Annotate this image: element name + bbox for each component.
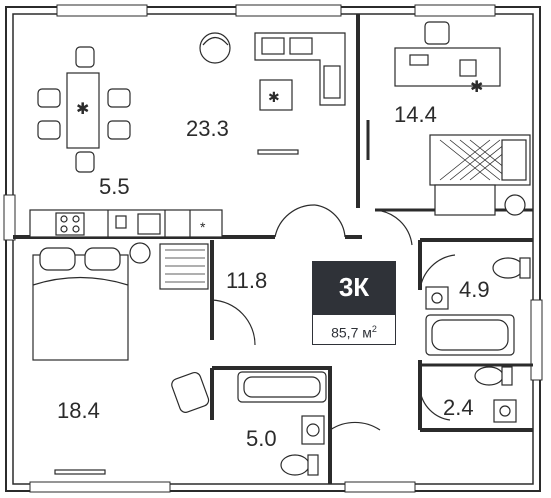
svg-text:✱: ✱: [470, 79, 483, 96]
door-bedroom-left: [211, 299, 256, 346]
window-bottom-2: [344, 481, 416, 493]
badge-area: 85,7 м2: [312, 314, 396, 345]
dining-table: ✱: [37, 46, 131, 173]
toilet-right: [492, 257, 531, 279]
badge-area-unit: 2: [371, 324, 377, 334]
sink-right: [425, 286, 449, 310]
svg-text:*: *: [200, 219, 206, 235]
kitchen-counter: *: [29, 209, 223, 238]
sink-left: [301, 415, 325, 445]
bed-bedroom-right: [429, 134, 531, 216]
armchair-bedroom-left: [171, 371, 210, 413]
toilet-wc: [474, 366, 513, 386]
room-area-hall: 11.8: [226, 268, 267, 293]
tv-bedroom-left: [54, 469, 106, 475]
bed-bedroom-left: [32, 247, 129, 361]
desk-bedroom-right: ✱: [394, 21, 501, 96]
armchair-living: [199, 32, 231, 64]
room-area-living: 23.3: [186, 116, 229, 141]
room-area-bedroom-right: 14.4: [394, 102, 437, 127]
door-wc: [419, 389, 451, 421]
badge-rooms: 3К: [312, 261, 396, 314]
window-top-1: [56, 4, 148, 17]
svg-text:✱: ✱: [268, 89, 280, 105]
door-bath-right: [419, 254, 456, 291]
wall-bath-left: [212, 366, 332, 484]
apartment-badge: 3К 85,7 м2: [312, 261, 396, 345]
bathtub-right: [425, 314, 515, 356]
window-top-2: [235, 4, 342, 17]
wardrobe-bedroom-left: [129, 242, 209, 290]
window-left: [3, 194, 16, 241]
door-bath-left: [329, 421, 381, 431]
room-area-bedroom-left: 18.4: [57, 398, 100, 423]
toilet-left: [280, 454, 319, 476]
tv-living: [257, 149, 299, 155]
window-bottom-1: [29, 481, 171, 493]
room-area-wc-right: 2.4: [443, 395, 474, 420]
bathtub-left: [237, 371, 327, 403]
svg-text:✱: ✱: [76, 101, 89, 118]
door-bedroom-right: [374, 209, 413, 246]
room-area-kitchen: 5.5: [99, 174, 130, 199]
room-area-bath-right: 4.9: [459, 277, 490, 302]
wall-baths-right: [418, 238, 533, 432]
badge-area-value: 85,7 м: [331, 324, 372, 341]
window-right: [530, 299, 543, 381]
sofa-living: ✱: [254, 32, 346, 111]
door-living: [274, 204, 316, 238]
sink-wc: [493, 399, 517, 423]
room-area-bath-left: 5.0: [246, 426, 277, 451]
door-living-2: [314, 204, 346, 238]
window-top-3: [414, 4, 496, 17]
